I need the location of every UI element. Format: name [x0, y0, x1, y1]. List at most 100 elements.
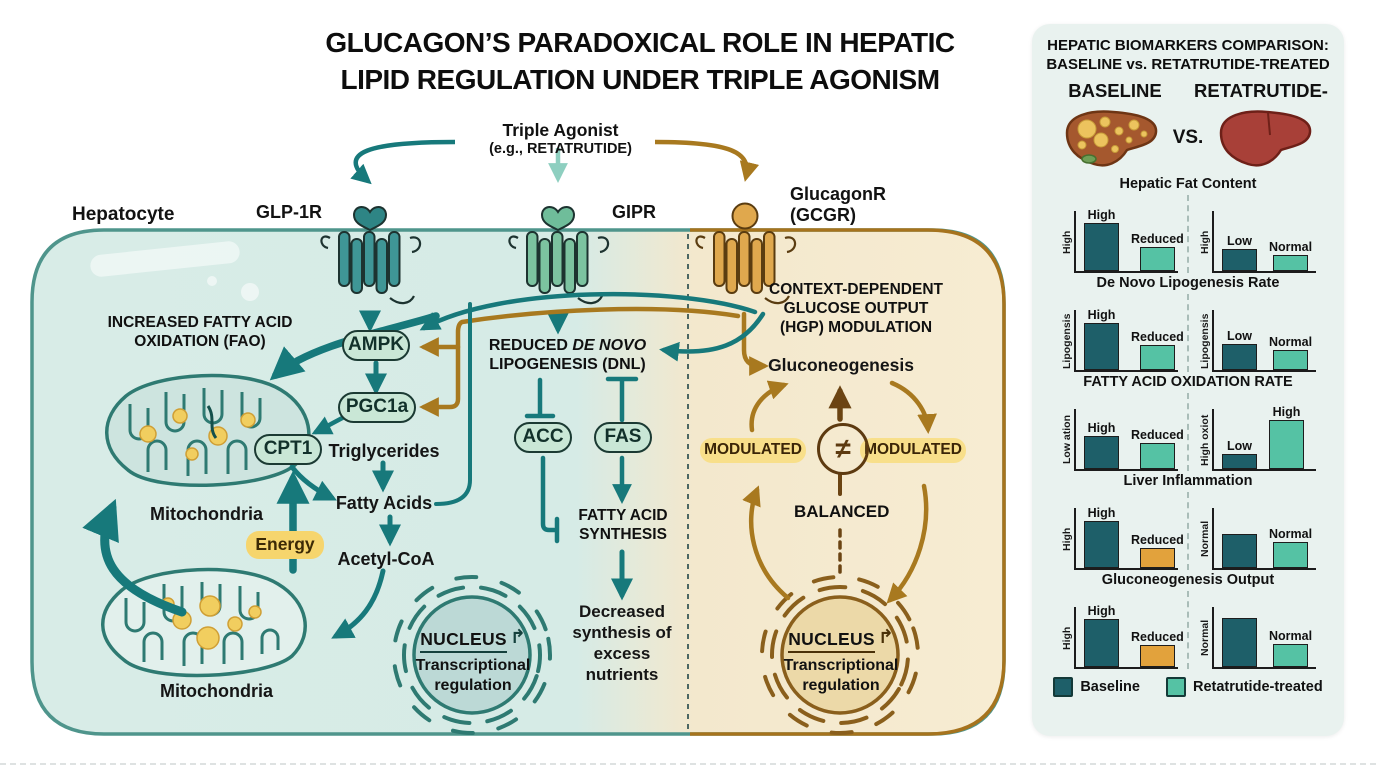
bar — [1273, 644, 1309, 667]
bar-group: Low — [1222, 439, 1257, 469]
cycle-arc-left-upper — [749, 380, 789, 433]
bar-label: High — [1272, 405, 1301, 419]
bar — [1273, 542, 1309, 568]
bar-label: Reduced — [1131, 533, 1184, 547]
mitochondria-label-2: Mitochondria — [160, 681, 273, 701]
bar-group: Normal — [1269, 629, 1312, 667]
bar — [1139, 443, 1175, 469]
bar-label: High — [1087, 506, 1116, 520]
glp1r-receptor — [320, 206, 422, 305]
cpt1-node: CPT1 — [254, 434, 322, 465]
arrow-agonist-to-gcgr — [654, 139, 760, 182]
bar — [1222, 454, 1257, 469]
bottom-scan-artifact — [0, 763, 1376, 765]
bar — [1269, 420, 1304, 469]
bar-label: Normal — [1269, 629, 1313, 643]
legend-baseline-label: Baseline — [1080, 679, 1140, 695]
legend: Baseline Retatrutide-treated — [1042, 677, 1334, 697]
arrow-gcgr-ampk-teal — [419, 291, 758, 331]
bar-group: High — [1269, 405, 1304, 469]
baseline-swatch — [1053, 677, 1074, 697]
triglycerides-label: Triglycerides — [328, 441, 440, 461]
bar-label: Normal — [1269, 240, 1313, 254]
tbar-dnl-fas — [605, 376, 639, 423]
gipr-label: GIPR — [612, 202, 657, 222]
chart-divider — [1187, 294, 1189, 372]
chart-title: Gluconeogenesis Output — [1101, 572, 1275, 588]
chart-title: Liver Inflammation — [1123, 473, 1253, 489]
bar-group: High — [1084, 208, 1119, 271]
diagram-art — [30, 139, 1006, 736]
ampk-node: AMPK — [342, 330, 410, 361]
bar-group: Low — [1222, 234, 1257, 271]
plot-area: Low High — [1212, 405, 1316, 471]
retatrutide-swatch — [1165, 677, 1186, 697]
page-title-line1: GLUCAGON’S PARADOXICAL ROLE IN HEPATIC — [325, 27, 955, 58]
bar — [1273, 255, 1309, 271]
triple-agonist-label: Triple Agonist (e.g., RETATRUTIDE) — [468, 120, 653, 157]
y-axis-label: High — [1061, 527, 1073, 551]
y-axis-label: Lipogensis — [1061, 313, 1073, 369]
bar-group: High — [1084, 308, 1119, 370]
hgp-heading: CONTEXT-DEPENDENT GLUCOSE OUTPUT (HGP) M… — [769, 281, 943, 336]
legend-item-retatrutide: Retatrutide-treated — [1165, 677, 1323, 697]
bar-group: Reduced — [1131, 232, 1184, 271]
bar-group: Normal — [1269, 527, 1312, 568]
dnl-heading-line2: LIPOGENESIS (DNL) — [489, 356, 646, 373]
pgc1a-node: PGC1a — [338, 392, 416, 423]
agonist-arrows — [350, 139, 760, 185]
bar-group: Reduced — [1131, 428, 1184, 469]
bar-label: High — [1087, 421, 1116, 435]
plot-area: Normal — [1212, 508, 1316, 570]
bar-label: High — [1087, 604, 1116, 618]
bar — [1222, 344, 1257, 370]
liver-comparison: VS. — [1042, 106, 1334, 170]
dnl-heading: REDUCED DE NOVO LIPOGENESIS (DNL) — [475, 336, 660, 374]
gcgr-name: GlucagonR — [790, 184, 887, 204]
bar-label: Reduced — [1131, 630, 1184, 644]
y-axis-label: High — [1061, 626, 1073, 650]
mini-chart-right: High Low Normal — [1198, 211, 1316, 273]
bar-label: Low — [1227, 234, 1252, 248]
triple-agonist-name: Triple Agonist — [502, 120, 619, 140]
glp1r-label: GLP-1R — [256, 202, 323, 222]
vs-label: VS. — [1172, 127, 1204, 148]
arrow-acetyl-mito2 — [331, 568, 386, 639]
page-title-line2: LIPID REGULATION UNDER TRIPLE AGONISM — [340, 64, 940, 95]
arrow-cpt1-fatty — [289, 464, 337, 501]
bar-label: High — [1087, 208, 1116, 222]
bar — [1222, 249, 1257, 271]
bar-label: Reduced — [1131, 330, 1184, 344]
chart-divider — [1187, 195, 1189, 273]
legend-item-baseline: Baseline — [1053, 677, 1140, 697]
bar — [1084, 323, 1119, 370]
gcgr-label: GlucagonR (GCGR) — [790, 184, 910, 226]
fas-node: FAS — [594, 422, 652, 453]
y-axis-label: High — [1199, 230, 1211, 254]
chart-divider — [1187, 393, 1189, 471]
bar-label: Normal — [1269, 527, 1313, 541]
y-axis-label: High — [1061, 230, 1073, 254]
bar-group: High — [1084, 506, 1119, 568]
bar-label: Low — [1227, 439, 1252, 453]
gipr-receptor — [508, 206, 610, 305]
cycle-arc-left-lower — [742, 485, 791, 601]
plot-area: Normal — [1212, 607, 1316, 669]
bar-group — [1222, 603, 1257, 667]
pathway-arrows — [82, 291, 937, 639]
